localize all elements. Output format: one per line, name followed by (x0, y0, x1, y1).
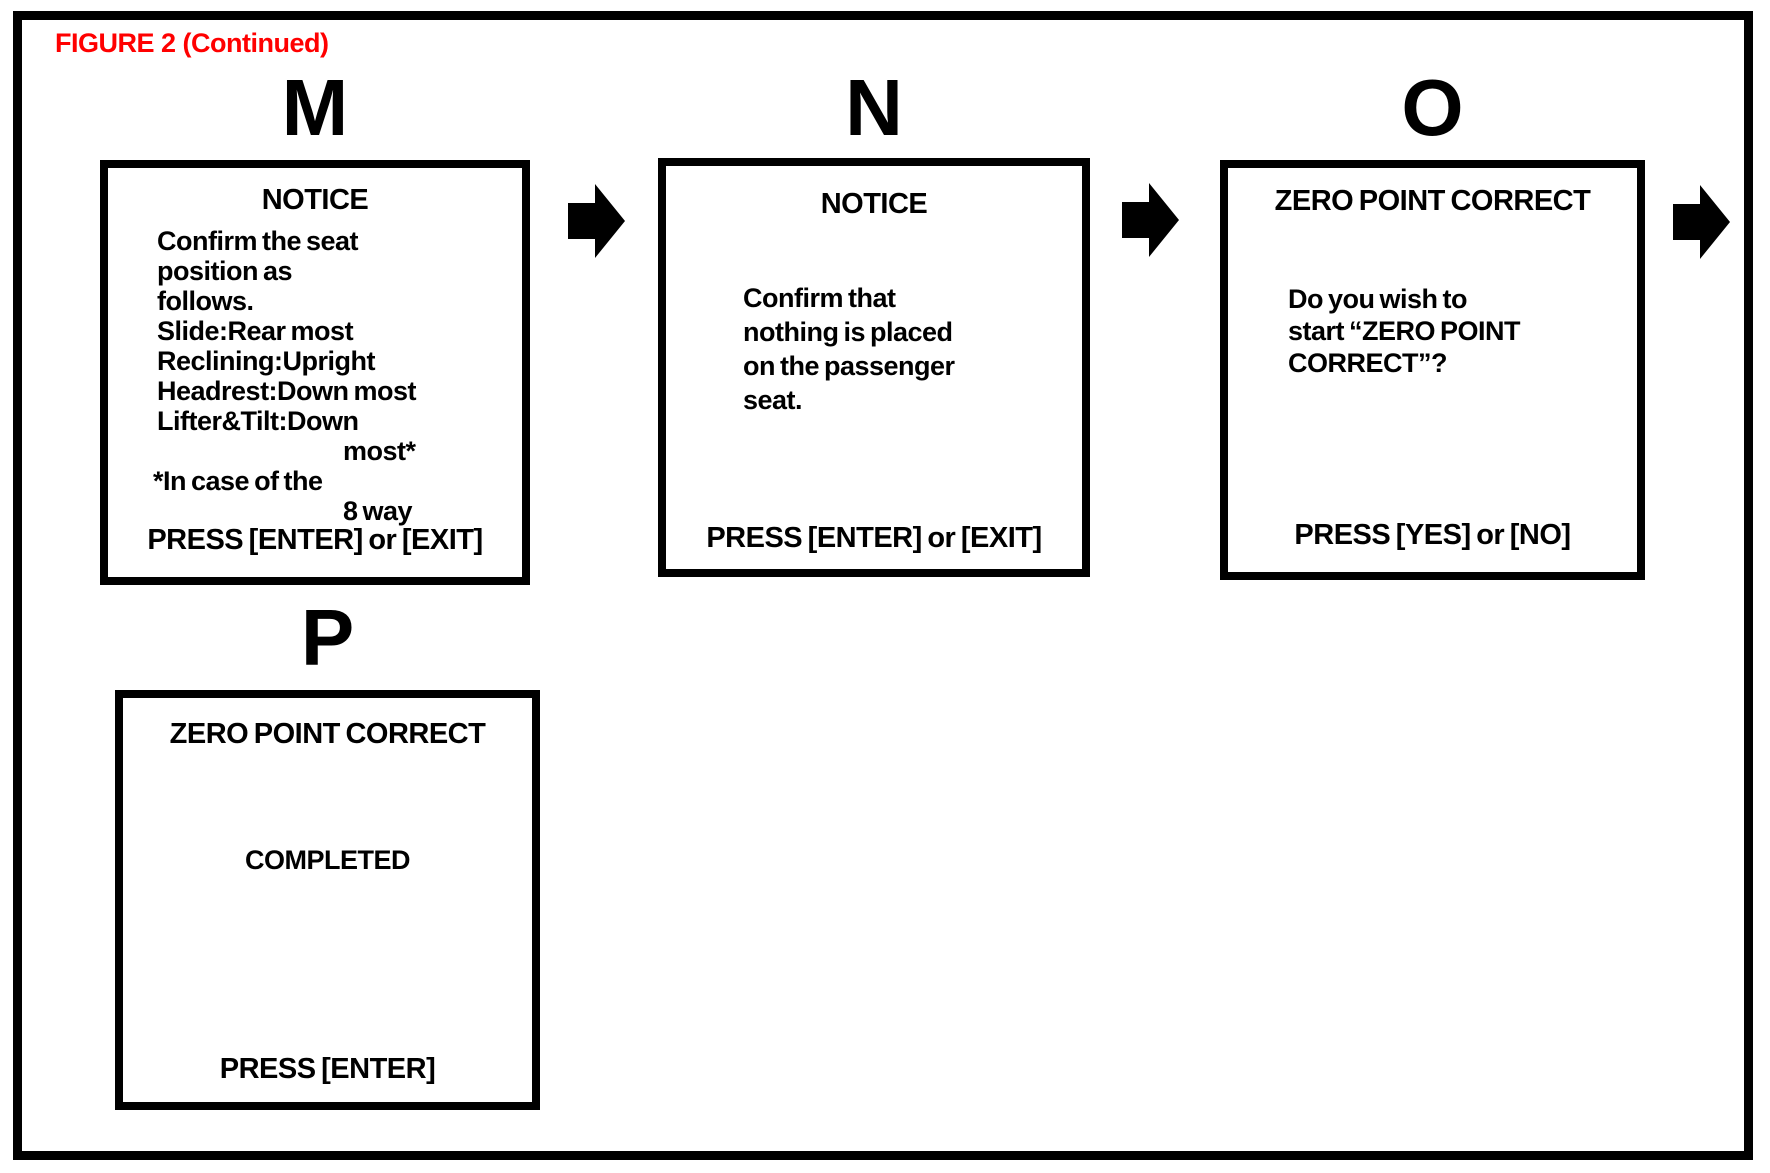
screen-header-p: ZERO POINT CORRECT (169, 718, 486, 750)
flow-arrow-right-icon (1122, 183, 1179, 257)
screen-text-line: position as (157, 256, 293, 286)
screen-header-m: NOTICE (261, 184, 369, 216)
screen-text-line: 8 way (343, 496, 413, 526)
screen-text-line: Headrest:Down most (157, 376, 417, 406)
flow-arrow-right-icon (568, 184, 625, 258)
step-letter-o: O (1401, 63, 1464, 152)
step-letter-n: N (845, 63, 903, 152)
flow-arrow-right-icon (1673, 185, 1730, 259)
screen-box-n: NOTICE Confirm that nothing is placed on t… (658, 158, 1090, 577)
screen-text-line: Reclining:Upright (157, 346, 375, 376)
figure-border-frame (13, 11, 1753, 1160)
screen-text-line: nothing is placed (743, 317, 953, 347)
step-letter-m: M (281, 63, 349, 152)
screen-text-line: *In case of the (153, 466, 323, 496)
screen-footer-prompt-m: PRESS [ENTER] or [EXIT] (147, 524, 483, 556)
screen-footer-prompt-p: PRESS [ENTER] (219, 1053, 436, 1085)
screen-body-p: COMPLETED (123, 845, 532, 875)
screen-text-line: Confirm that (743, 283, 896, 313)
screen-box-p: ZERO POINT CORRECT COMPLETED PRESS [ENTE… (115, 690, 540, 1110)
screen-footer-prompt-n: PRESS [ENTER] or [EXIT] (706, 522, 1042, 554)
screen-header-n: NOTICE (820, 188, 928, 220)
screen-text-line: Lifter&Tilt:Down (157, 406, 359, 436)
screen-text-line: on the passenger (743, 351, 955, 381)
screen-text-line: CORRECT”? (1288, 348, 1448, 378)
figure-title: FIGURE 2 (Continued) (55, 28, 329, 58)
screen-text-line: follows. (157, 286, 254, 316)
screen-text-line: start “ZERO POINT (1288, 316, 1521, 346)
screen-text-line: Slide:Rear most (157, 316, 354, 346)
screen-text-line: Confirm the seat (157, 226, 359, 256)
screen-text-line: Do you wish to (1288, 284, 1468, 314)
screen-text-line: seat. (743, 385, 803, 415)
screen-footer-prompt-o: PRESS [YES] or [NO] (1294, 519, 1571, 551)
screen-text-line: COMPLETED (244, 845, 411, 875)
step-letter-p: P (300, 593, 355, 682)
screen-body-n: Confirm that nothing is placed on the pass… (743, 281, 955, 417)
screen-text-line: most* (343, 436, 416, 466)
screen-header-o: ZERO POINT CORRECT (1274, 185, 1591, 217)
